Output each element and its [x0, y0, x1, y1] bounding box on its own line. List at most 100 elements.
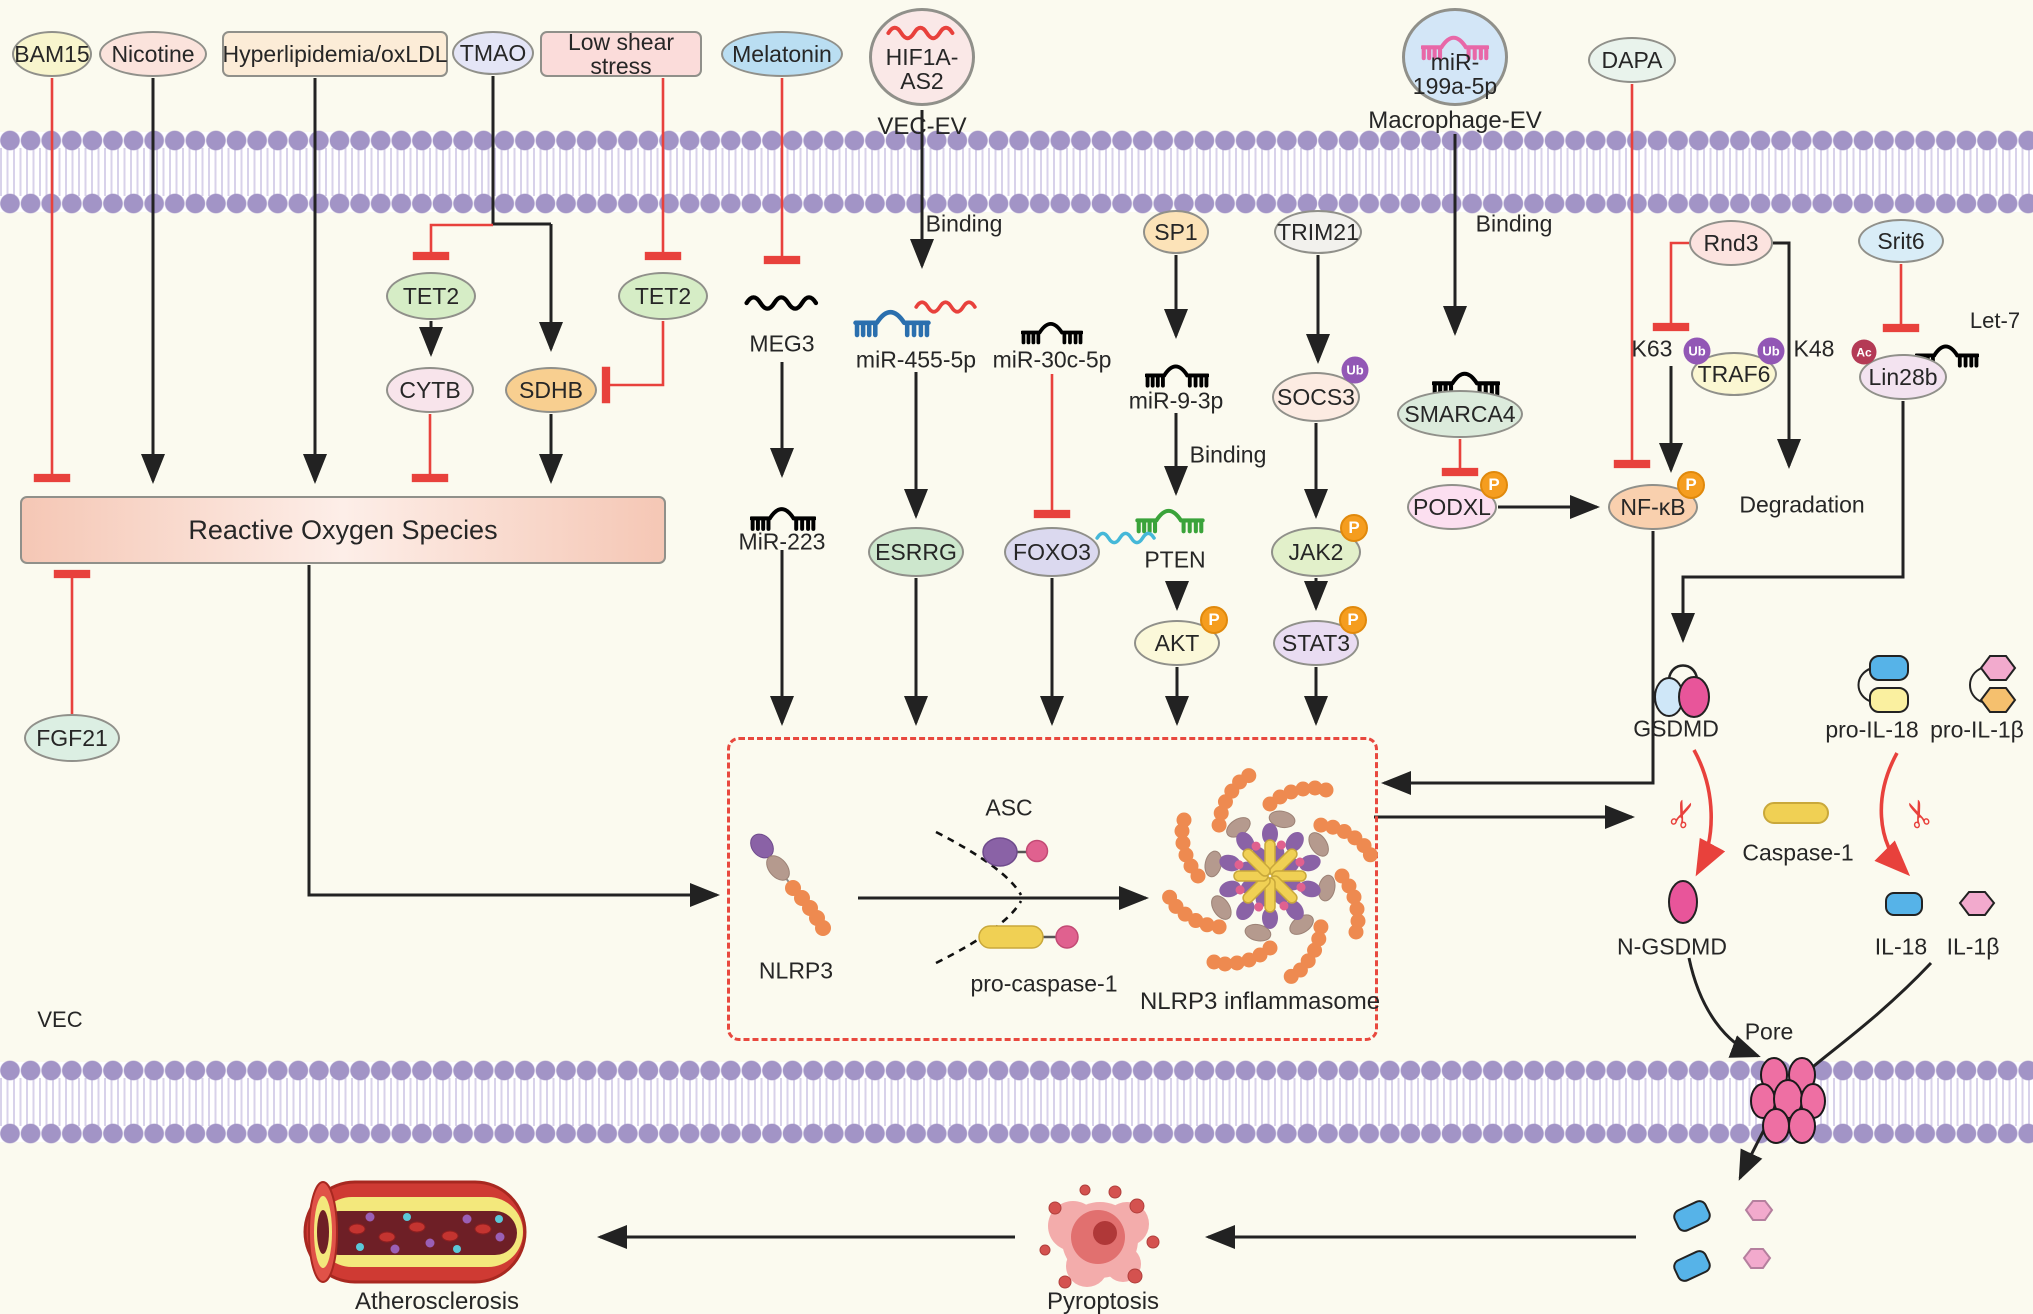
- node-label: FGF21: [36, 724, 108, 751]
- k63-label: K63: [1631, 335, 1673, 362]
- node-label: HIF1A-AS2: [885, 43, 959, 94]
- node-label: miR-199a-5p: [1412, 48, 1498, 99]
- arrow-tmao-sdhb: [491, 76, 551, 349]
- arrow-ngsdmd-pore: [1687, 957, 1761, 1058]
- pro-caspase1-label: pro-caspase-1: [970, 970, 1118, 997]
- phospho-badge: P: [1200, 606, 1228, 634]
- mir9-label: miR-9-3p: [1128, 387, 1224, 414]
- mir223-label: MiR-223: [738, 528, 826, 555]
- ubiquitin-badge: Ub: [1683, 337, 1711, 365]
- node-smarca4: SMARCA4: [1397, 390, 1523, 438]
- lipid-heads: [0, 1060, 2033, 1081]
- inflammasome-wheel-icon: [1157, 763, 1383, 989]
- node-low-shear-stress: Low shear stress: [540, 30, 702, 78]
- node-label: JAK2: [1288, 538, 1344, 565]
- node-label: SOCS3: [1277, 383, 1355, 410]
- lipid-tails: [0, 1078, 2033, 1126]
- node-label: SP1: [1154, 218, 1198, 245]
- caspase1-label: Caspase-1: [1742, 839, 1854, 866]
- node-foxo3: FOXO3: [1004, 527, 1100, 577]
- mir455-label: miR-455-5p: [855, 346, 977, 373]
- node-label: TRAF6: [1697, 360, 1771, 387]
- node-label: SDHB: [519, 376, 583, 403]
- node-socs3: SOCS3: [1272, 372, 1360, 422]
- node-sp1: SP1: [1143, 210, 1209, 254]
- node-label: ESRRG: [875, 538, 957, 565]
- node-label: TET2: [634, 282, 692, 309]
- node-tmao: TMAO: [452, 31, 534, 75]
- gsdmd-pore-icon: [1750, 1057, 1826, 1144]
- node-label: STAT3: [1281, 629, 1351, 656]
- badge-label: P: [1685, 475, 1697, 494]
- degradation-label: Degradation: [1739, 491, 1865, 518]
- inhibit-tet2-sdhb: [601, 321, 665, 404]
- node-label: Hyperlipidemia/oxLDL: [222, 40, 448, 67]
- secreted-cytokines-icon: [1673, 1200, 1774, 1282]
- pten-mrna-icon: [1095, 500, 1213, 552]
- macrophage-ev-label: Macrophage-EV: [1368, 107, 1542, 134]
- pro-il18-label: pro-IL-18: [1825, 716, 1919, 743]
- node-label: Srit6: [1877, 227, 1925, 254]
- node-label: TRIM21: [1277, 218, 1359, 245]
- mir223-hairpin-icon: [742, 488, 824, 521]
- ubiquitin-badge: Ub: [1341, 356, 1369, 384]
- node-label: Melatonin: [732, 40, 832, 67]
- inflammasome-assembly-box: [727, 737, 1378, 1041]
- node-label: CYTB: [399, 376, 461, 403]
- node-esrrg: ESRRG: [868, 527, 964, 577]
- arrow-ros-nlrp3: [307, 565, 720, 907]
- node-srit6: Srit6: [1858, 219, 1944, 263]
- node-fgf21: FGF21: [24, 714, 120, 762]
- phospho-badge: P: [1339, 606, 1367, 634]
- n-gsdmd-icon: [1668, 880, 1698, 924]
- node-label: TET2: [402, 282, 460, 309]
- binding-label: Binding: [1189, 441, 1267, 468]
- phospho-badge: P: [1340, 514, 1368, 542]
- node-hyperlipidemia: Hyperlipidemia/oxLDL: [222, 31, 448, 77]
- node-lin28b: Lin28b: [1859, 354, 1947, 400]
- smarca4-mirna-icon: [1423, 352, 1509, 386]
- n-gsdmd-label: N-GSDMD: [1617, 933, 1727, 960]
- node-mir199a-ev: miR-199a-5p: [1402, 8, 1508, 106]
- node-rnd3: Rnd3: [1689, 220, 1773, 266]
- meg3-label: MEG3: [749, 330, 815, 357]
- node-tet2-right: TET2: [618, 272, 708, 320]
- dashed-assembly-curve: [935, 830, 1023, 896]
- node-label: Nicotine: [111, 40, 195, 67]
- binding-label: Binding: [925, 210, 1003, 237]
- node-hif1a-as2-ev: HIF1A-AS2: [869, 8, 975, 106]
- badge-label: Ub: [1346, 362, 1364, 378]
- node-label: FOXO3: [1013, 538, 1091, 565]
- arrow-nfkb-inflammasome: [1381, 531, 1655, 795]
- il1b-label: IL-1β: [1946, 933, 2000, 960]
- lipid-tails: [0, 148, 2033, 196]
- pten-label: PTEN: [1144, 546, 1206, 573]
- pro-il1b-label: pro-IL-1β: [1930, 716, 2024, 743]
- lipid-heads: [0, 1123, 2033, 1144]
- meg3-lncrna-icon: [744, 291, 822, 315]
- mir30c-hairpin-icon: [1013, 304, 1091, 335]
- badge-label: P: [1488, 475, 1500, 494]
- badge-label: Ac: [1856, 345, 1872, 359]
- mir455-duplex-icon: [850, 294, 984, 340]
- node-label: TMAO: [459, 39, 527, 66]
- mirna-hairpin-icon: [1412, 16, 1498, 50]
- ubiquitin-badge: Ub: [1757, 337, 1785, 365]
- caspase1-icon: [1763, 802, 1829, 824]
- il18-icon: [1885, 892, 1923, 916]
- node-label: AKT: [1154, 629, 1200, 656]
- badge-label: P: [1347, 610, 1359, 629]
- nlrp3-label: NLRP3: [758, 957, 834, 984]
- phospho-badge: P: [1480, 471, 1508, 499]
- node-cytb: CYTB: [386, 367, 474, 413]
- nlrp3-protein-icon: [750, 833, 831, 936]
- k48-label: K48: [1793, 335, 1835, 362]
- badge-label: Ub: [1688, 343, 1706, 359]
- inflammasome-label: NLRP3 inflammasome: [1139, 988, 1381, 1015]
- arrow-rnd3-k48-degradation: [1773, 241, 1801, 469]
- node-trim21: TRIM21: [1274, 210, 1362, 254]
- vec-ev-label: VEC-EV: [877, 113, 967, 140]
- let7-label: Let-7: [1969, 308, 2021, 333]
